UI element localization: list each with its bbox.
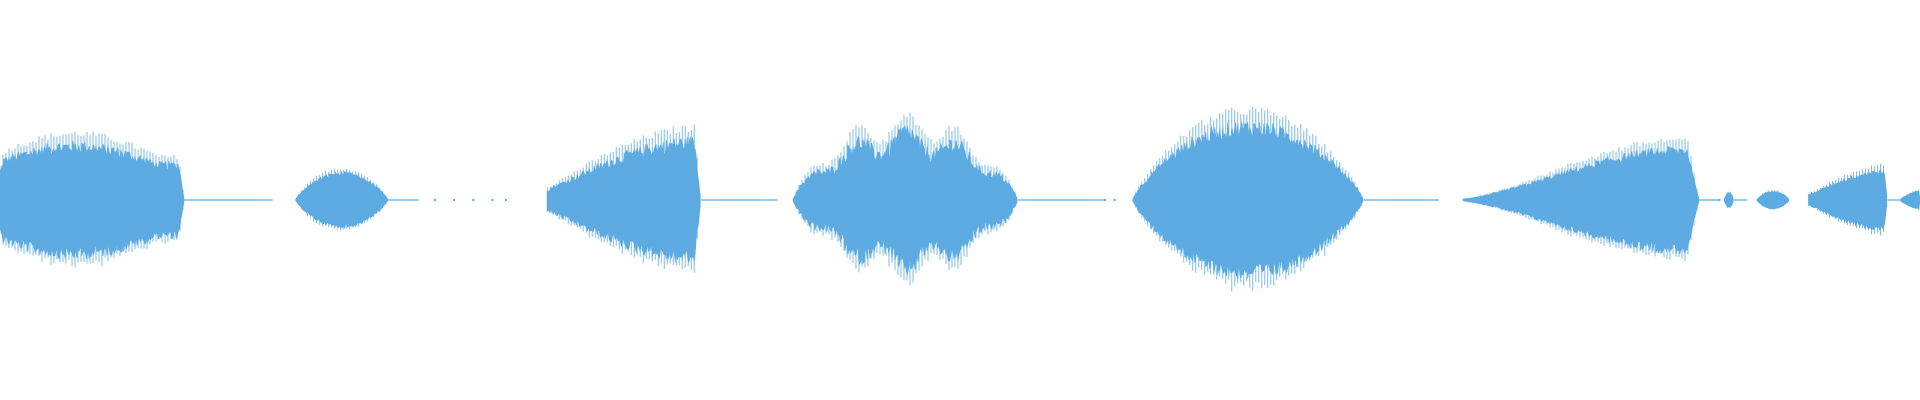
noise-dot (433, 199, 436, 201)
waveform-burst-3 (546, 136, 701, 263)
noise-dot (505, 199, 507, 201)
noise-dot (472, 199, 475, 201)
noise-dot (1104, 199, 1106, 201)
noise-dot (1436, 199, 1439, 201)
waveform-burst-5 (1132, 121, 1364, 280)
noise-dot (1718, 199, 1721, 201)
waveform-burst-7 (1723, 192, 1734, 208)
noise-dot (453, 199, 456, 201)
waveform-burst-4 (792, 125, 1018, 276)
waveform-group (0, 107, 1920, 292)
waveform-burst-10 (1900, 190, 1920, 210)
noise-dot (1113, 199, 1116, 201)
noise-dot (491, 199, 494, 201)
